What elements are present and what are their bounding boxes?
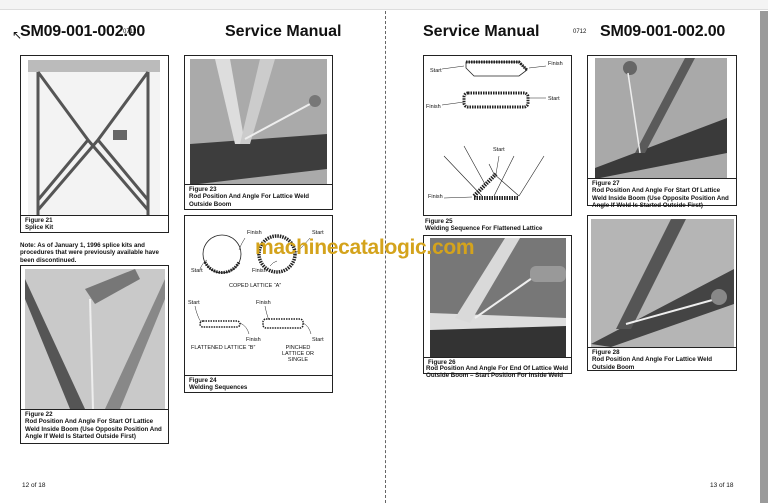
figure-26: Figure 26: [423, 235, 572, 374]
diagram-label: Start: [430, 68, 442, 74]
splice-kit-photo: [28, 60, 160, 215]
diagram-label: Start: [312, 337, 324, 343]
flattened-lattice-diagram: [441, 60, 547, 200]
weld-outside-boom-photo: [591, 219, 734, 347]
page-title: Service Manual: [225, 23, 342, 40]
mouse-cursor-icon: ↖: [12, 28, 23, 42]
diagram-label: COPED LATTICE “A”: [229, 283, 282, 289]
welding-sequences-diagram: [194, 234, 312, 335]
diagram-label: Finish: [428, 194, 443, 200]
watermark: machinecatalogic.com: [255, 236, 475, 259]
doc-code: SM09-001-002.00: [20, 23, 146, 40]
weld-inside-photo: [25, 269, 165, 409]
page-number: 13 of 18: [710, 482, 734, 489]
doc-code: SM09-001-002.00: [600, 23, 726, 40]
page-number: 12 of 18: [22, 482, 46, 489]
figure-25: Start Finish Finish Start Start Finish: [423, 55, 572, 216]
diagram-label: Finish: [247, 230, 262, 236]
diagram-label: FLATTENED LATTICE “B”: [191, 345, 256, 351]
figure-24: Finish Start Start Finish COPED LATTICE …: [184, 215, 333, 393]
diagram-label: Finish: [256, 300, 271, 306]
revision: 0712: [573, 29, 587, 35]
vertical-scrollbar[interactable]: [760, 11, 768, 503]
diagram-label: PINCHED LATTICE OR SINGLE: [282, 345, 314, 363]
end-weld-photo: [430, 238, 566, 358]
diagram-label: Finish: [548, 61, 563, 67]
revision: 0712: [123, 29, 137, 35]
viewer-toolbar: [0, 0, 768, 10]
diagram-label: Finish: [252, 268, 267, 274]
diagram-label: Finish: [246, 337, 261, 343]
page-divider: [385, 11, 386, 503]
note-text: Note: As of January 1, 1996 splice kits …: [20, 242, 159, 264]
figure-caption-text: Rod Position And Angle For End Of Lattic…: [426, 365, 569, 380]
weld-outside-photo: [190, 59, 327, 185]
diagram-label: Start: [191, 268, 203, 274]
page-title: Service Manual: [423, 23, 540, 40]
diagram-label: Start: [312, 230, 324, 236]
diagram-label: Start: [188, 300, 200, 306]
diagram-label: Start: [548, 96, 560, 102]
diagram-label: Finish: [426, 104, 441, 110]
diagram-label: Start: [493, 147, 505, 153]
figure-caption: Figure 26: [424, 357, 571, 373]
weld-start-inside-photo: [595, 58, 727, 179]
